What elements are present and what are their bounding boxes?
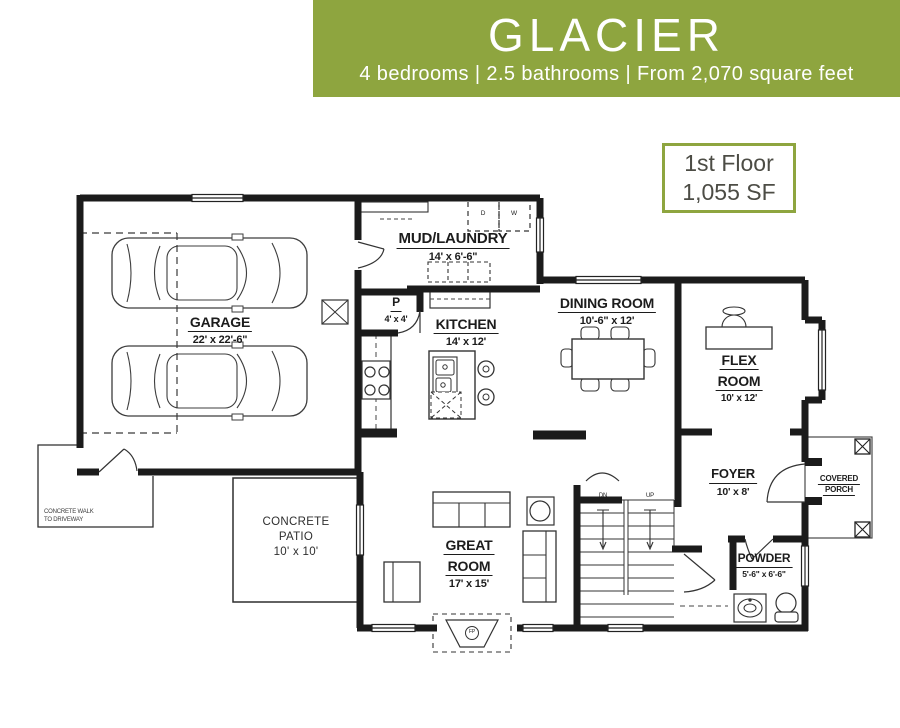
plan-banner: GLACIER 4 bedrooms | 2.5 bathrooms | Fro… <box>313 0 900 97</box>
room-label-kitchen: KITCHEN 14' x 12' <box>433 316 499 349</box>
stairs-down-label: DN <box>598 493 608 499</box>
windows <box>191 193 827 633</box>
mud-counter <box>358 201 429 220</box>
label-concrete-walk: CONCRETE WALK TO DRIVEWAY <box>44 509 94 523</box>
fireplace-icon <box>432 613 512 653</box>
sink-icon <box>733 593 767 623</box>
room-label-mud-laundry: MUD/LAUNDRY 14' x 6'-6" <box>396 230 510 264</box>
room-label-flex: FLEX ROOM 10' x 12' <box>715 352 763 405</box>
covered-porch-outline <box>804 436 873 539</box>
room-label-foyer: FOYER 10' x 8' <box>709 466 757 498</box>
stairs-icon <box>579 499 675 618</box>
dryer-label: D <box>480 210 486 217</box>
armchair-icon <box>383 561 421 603</box>
floor-badge-floor: 1st Floor <box>684 150 774 176</box>
label-concrete-patio: CONCRETE PATIO 10' x 10' <box>262 516 330 558</box>
loveseat-icon <box>522 530 557 603</box>
floor-badge: 1st Floor 1,055 SF <box>662 143 796 213</box>
lamp-table-icon <box>526 496 555 526</box>
room-label-covered-porch: COVERED PORCH <box>817 474 861 497</box>
kitchen-island-icon <box>428 350 495 420</box>
utility-box-icon <box>321 299 349 325</box>
room-label-pantry: P 4' x 4' <box>384 295 408 324</box>
fridge-icon <box>429 290 491 309</box>
floor-badge-area: 1,055 SF <box>682 179 776 205</box>
washer-dryer-icon <box>467 199 531 232</box>
wall-blocks <box>360 428 586 440</box>
porch-door-stubs <box>805 458 822 505</box>
toilet-icon <box>774 592 799 623</box>
desk-icon <box>705 306 773 350</box>
room-label-great: GREAT ROOM 17' x 15' <box>443 537 495 591</box>
washer-label: W <box>511 210 517 217</box>
doors <box>98 241 806 593</box>
sofa-icon <box>432 491 511 528</box>
room-label-powder: POWDER 5'-6" x 6'-6" <box>735 551 793 579</box>
plan-subtitle: 4 bedrooms | 2.5 bathrooms | From 2,070 … <box>359 63 854 86</box>
dining-table-icon <box>560 326 656 392</box>
plan-title: GLACIER <box>488 8 725 61</box>
mud-bench-icon <box>427 261 491 283</box>
room-label-dining: DINING ROOM 10'-6" x 12' <box>557 295 657 328</box>
stairs-up-label: UP <box>646 493 654 499</box>
fireplace-label: FP <box>469 629 475 635</box>
car-icon <box>111 341 308 421</box>
garage-dashed-lines <box>80 232 177 434</box>
car-icon <box>111 233 308 313</box>
room-label-garage: GARAGE 22' x 22'-6" <box>187 314 253 347</box>
range-icon <box>361 360 391 400</box>
concrete-walk-outline <box>37 444 154 528</box>
